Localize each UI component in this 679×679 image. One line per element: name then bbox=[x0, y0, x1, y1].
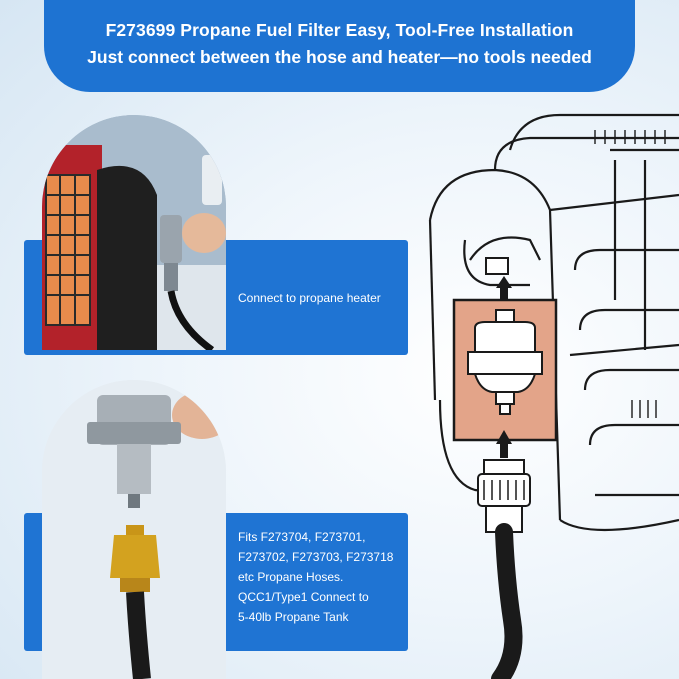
installation-diagram bbox=[428, 113, 679, 679]
heater-photo-illustration bbox=[42, 115, 226, 350]
header-title: F273699 Propane Fuel Filter Easy, Tool-F… bbox=[105, 20, 574, 40]
hose-compatibility-text: Fits F273704, F273701, F273702, F273703,… bbox=[238, 530, 394, 624]
heater-connection-text: Connect to propane heater bbox=[238, 291, 381, 305]
filter-fitting-photo bbox=[42, 380, 226, 679]
heater-photo bbox=[42, 115, 226, 350]
header-subtitle: Just connect between the hose and heater… bbox=[87, 47, 592, 67]
fitting-illustration bbox=[42, 380, 226, 679]
header-banner: F273699 Propane Fuel Filter Easy, Tool-F… bbox=[44, 0, 635, 92]
